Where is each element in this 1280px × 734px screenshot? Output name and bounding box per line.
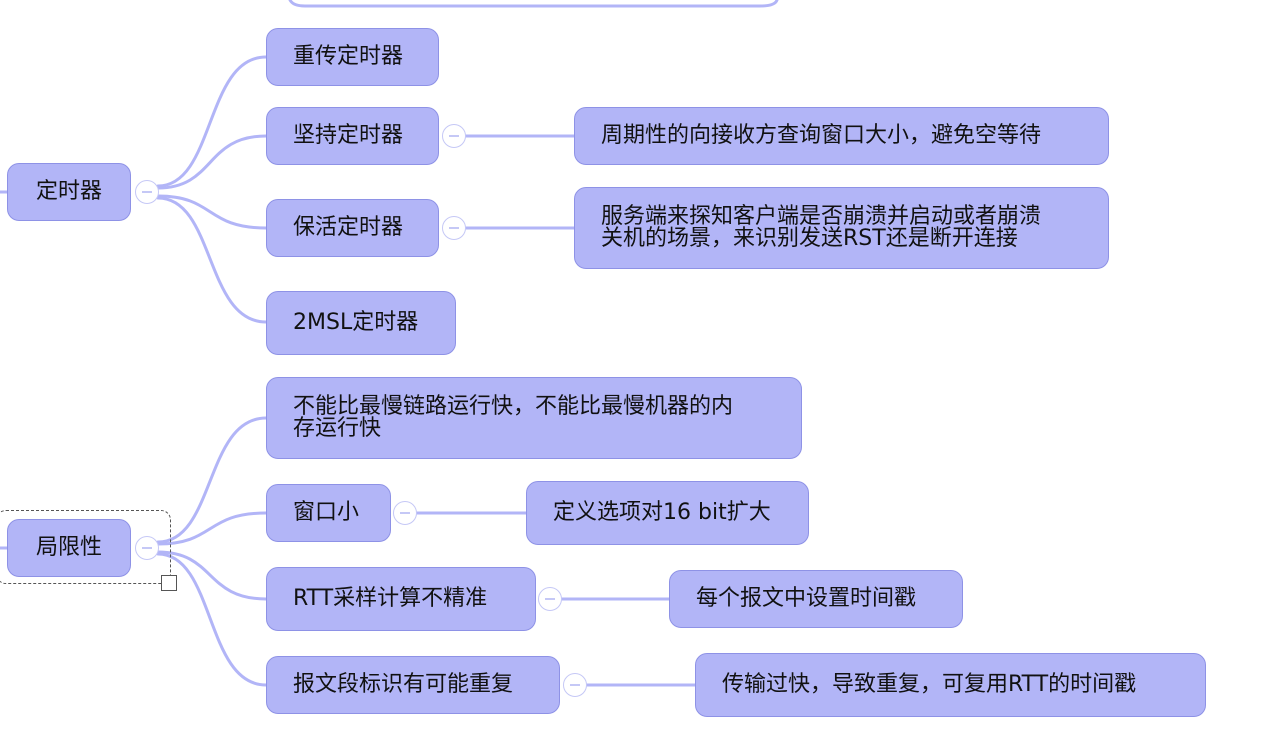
node-seq-repeat-fix[interactable]: 传输过快，导致重复，可复用RTT的时间戳 [695,653,1206,717]
node-keepalive-desc[interactable]: 服务端来探知客户端是否崩溃并启动或者崩溃 关机的场景，来识别发送RST还是断开连… [574,187,1109,269]
node-rtt-inaccurate-label: RTT采样计算不精准 [293,586,488,611]
connector-timer-retransmit [156,55,268,188]
node-retransmit-timer-label: 重传定时器 [293,44,404,69]
collapse-minus-icon [570,684,580,686]
collapse-toggle-small-window[interactable] [393,501,417,525]
node-seq-repeat-fix-label: 传输过快，导致重复，可复用RTT的时间戳 [722,672,1137,697]
collapse-toggle-keepalive[interactable] [442,216,466,240]
collapse-minus-icon [545,598,555,600]
node-retransmit-timer[interactable]: 重传定时器 [266,28,439,86]
connector-limit-speed [156,416,268,544]
collapse-minus-icon [142,547,152,549]
collapse-toggle-rtt[interactable] [538,587,562,611]
connector-timer-keepalive [156,194,268,230]
node-small-window-label: 窗口小 [293,500,360,525]
node-rtt-fix[interactable]: 每个报文中设置时间戳 [669,570,963,628]
node-seq-repeat[interactable]: 报文段标识有可能重复 [266,656,560,714]
selection-outline [0,510,171,584]
node-limitations[interactable]: 局限性 [7,519,131,577]
connector-timer-msl [156,196,268,324]
collapse-minus-icon [400,512,410,514]
collapse-minus-icon [449,135,459,137]
collapse-toggle-limitations[interactable] [135,536,159,560]
node-keepalive-desc-label: 服务端来探知客户端是否崩溃并启动或者崩溃 关机的场景，来识别发送RST还是断开连… [601,204,1042,251]
connector-top-cutoff [288,0,779,8]
connector-limit-seq [156,552,268,687]
collapse-toggle-timer[interactable] [135,180,159,204]
node-speed-limit-label: 不能比最慢链路运行快，不能比最慢机器的内 存运行快 [293,394,734,441]
node-persist-timer[interactable]: 坚持定时器 [266,107,439,165]
node-timer[interactable]: 定时器 [7,163,131,221]
connector-limit-window [156,511,268,546]
node-small-window[interactable]: 窗口小 [266,484,391,542]
node-small-window-fix[interactable]: 定义选项对16 bit扩大 [526,481,809,545]
node-keepalive-timer[interactable]: 保活定时器 [266,199,439,257]
node-rtt-inaccurate[interactable]: RTT采样计算不精准 [266,567,536,631]
node-msl-timer[interactable]: 2MSL定时器 [266,291,456,355]
node-limitations-label: 局限性 [35,535,102,560]
node-persist-timer-label: 坚持定时器 [293,123,404,148]
node-seq-repeat-label: 报文段标识有可能重复 [293,672,514,697]
connector-limit-rtt [156,550,268,601]
connector-timer-persist [156,134,268,190]
node-persist-desc[interactable]: 周期性的向接收方查询窗口大小，避免空等待 [574,107,1109,165]
node-small-window-fix-label: 定义选项对16 bit扩大 [553,500,771,525]
node-rtt-fix-label: 每个报文中设置时间戳 [696,586,917,611]
node-timer-label: 定时器 [35,179,102,204]
collapse-toggle-persist[interactable] [442,124,466,148]
collapse-minus-icon [142,191,152,193]
node-msl-timer-label: 2MSL定时器 [293,310,419,335]
node-persist-desc-label: 周期性的向接收方查询窗口大小，避免空等待 [601,123,1042,148]
collapse-toggle-seq[interactable] [563,673,587,697]
resize-square-icon[interactable] [161,575,177,591]
node-keepalive-timer-label: 保活定时器 [293,215,404,240]
node-speed-limit[interactable]: 不能比最慢链路运行快，不能比最慢机器的内 存运行快 [266,377,802,459]
collapse-minus-icon [449,227,459,229]
